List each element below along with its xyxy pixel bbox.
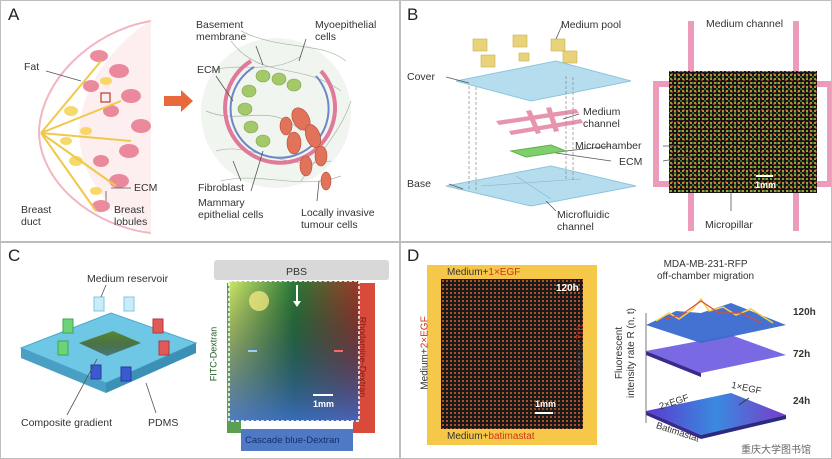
panel-c-label: C [8, 246, 21, 265]
label-micropillar: Micropillar [705, 219, 753, 231]
label-72h: 72h [793, 349, 811, 360]
scale-b: 1mm [755, 180, 777, 190]
panel-a: A [0, 0, 400, 242]
label-fibroblast: Fibroblast [198, 182, 245, 194]
scale-c: 1mm [313, 399, 335, 409]
label-ecm-left: ECM [134, 182, 158, 194]
label-breast-lobules: Breast lobules [114, 204, 148, 228]
label-d-bottom-plain: Medium+ [447, 431, 489, 442]
scale-d: 1mm [535, 399, 557, 409]
label-cover: Cover [407, 71, 436, 83]
label-microchamber: Microchamber [575, 140, 642, 152]
watermark: 重庆大学图书馆 [741, 445, 811, 456]
label-ecm-b: ECM [619, 156, 643, 168]
label-d-bottom-colored: batimastat [488, 431, 535, 442]
label-d-bottom: Medium+batimastat [447, 431, 535, 443]
plot-title: MDA-MB-231-RFP off-chamber migration [657, 259, 755, 282]
label-basement-membrane: Basement membrane [196, 19, 247, 43]
label-composite-gradient: Composite gradient [21, 417, 113, 429]
panel-d: D Medium+1×EGF [400, 242, 832, 459]
label-pdms: PDMS [148, 417, 179, 429]
label-breast-duct: Breast duct [21, 204, 52, 228]
panel-a-illustration [37, 20, 352, 234]
panel-c: C [0, 242, 400, 459]
label-microfluidic: Microfluidic channel [557, 209, 610, 233]
label-medium-channel-top: Medium channel [706, 18, 784, 30]
panel-b-illustration [445, 21, 831, 231]
label-120h: 120h [793, 307, 816, 318]
label-ecm-right: ECM [197, 64, 221, 76]
panel-a-label: A [8, 5, 20, 24]
label-d-right: Medium+7rh [575, 325, 587, 381]
label-d-top-plain: Medium+ [447, 267, 489, 278]
label-mammary-epithelial: Mammary epithelial cells [198, 197, 264, 221]
label-d-left: Medium+2×EGF [420, 316, 432, 389]
label-24h: 24h [793, 396, 811, 407]
panel-b: B [400, 0, 832, 242]
label-d-top: Medium+1×EGF [447, 267, 520, 279]
label-medium-reservoir: Medium reservoir [87, 273, 169, 285]
label-d-right-plain: Medium+ [574, 339, 586, 381]
panel-d-label: D [407, 246, 420, 265]
plot-ylabel: Fluorescent intensity rate R (n, t) [614, 307, 638, 399]
label-base: Base [407, 178, 431, 190]
label-medium-pool: Medium pool [561, 19, 622, 31]
label-d-left-colored: 2×EGF [419, 316, 431, 349]
panel-b-label: B [407, 5, 419, 24]
panel-d-illustration [427, 265, 786, 445]
panel-c-illustration [19, 260, 389, 451]
label-pbs: PBS [286, 266, 308, 278]
label-cascade-dextran: Cascade blue-Dextran [245, 435, 340, 446]
label-d-left-plain: Medium+ [419, 348, 431, 390]
label-rhodamine-dextran: Rhodamine-Dextran [357, 316, 368, 398]
label-fitc-dextran: FITC-Dextran [208, 326, 219, 382]
label-d-right-colored: 7rh [574, 325, 586, 340]
label-medium-channel-mid: Medium channel [583, 106, 621, 130]
label-myoepithelial: Myoepithelial cells [315, 19, 377, 43]
label-d-time: 120h [556, 283, 579, 294]
label-d-top-colored: 1×EGF [488, 267, 521, 278]
label-fat: Fat [24, 61, 40, 73]
label-invasive-tumour: Locally invasive tumour cells [301, 207, 375, 231]
